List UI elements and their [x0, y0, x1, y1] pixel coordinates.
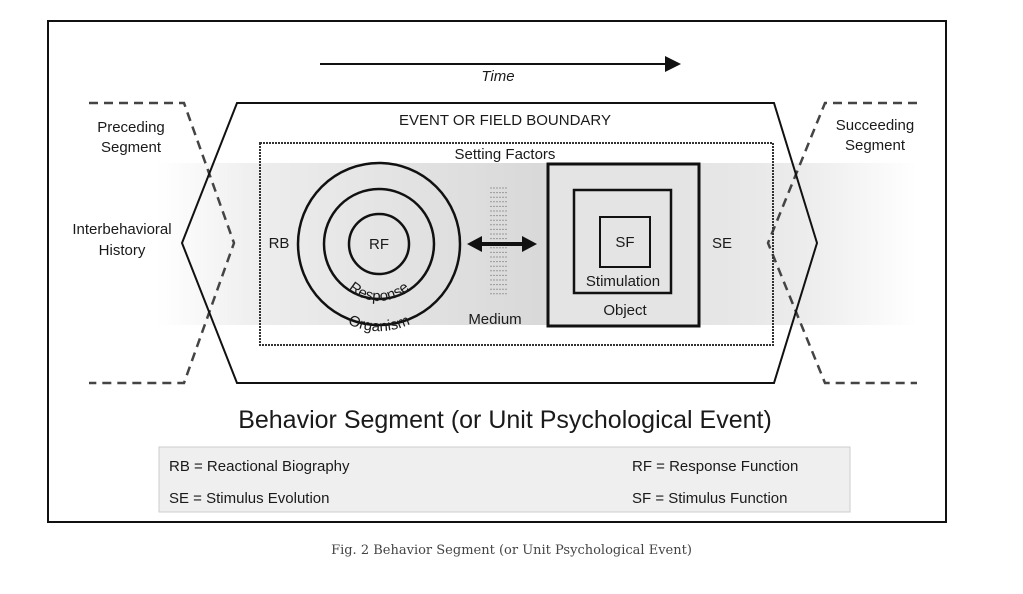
figure-frame: Time EVENT OR FIELD BOUNDARY Setting Fac… [47, 20, 947, 523]
stimulation-label: Stimulation [586, 273, 660, 290]
medium-texture [490, 187, 508, 295]
legend-box [158, 446, 851, 513]
legend-rf: RF = Response Function [632, 458, 798, 475]
se-label: SE [712, 235, 732, 252]
preceding-segment-label-1: Preceding [97, 119, 165, 136]
rf-circle [347, 212, 411, 276]
organism-circle [296, 161, 462, 327]
medium-label: Medium [468, 311, 521, 328]
event-boundary [180, 102, 819, 384]
object-label: Object [603, 302, 647, 319]
interbehavioral-history-label-2: History [99, 242, 146, 259]
legend-se: SE = Stimulus Evolution [169, 490, 330, 507]
succeeding-segment-label-1: Succeeding [836, 117, 914, 134]
double-arrow-icon [467, 236, 537, 252]
legend-sf: SF = Stimulus Function [632, 490, 787, 507]
sf-box [599, 216, 651, 268]
stimulation-box [572, 188, 673, 295]
interbehavioral-history-label-1: Interbehavioral [72, 221, 171, 238]
setting-factors-label: Setting Factors [455, 146, 556, 163]
event-boundary-label: EVENT OR FIELD BOUNDARY [399, 112, 611, 129]
organism-label: Organism [346, 312, 412, 335]
response-circle [322, 187, 436, 301]
figure-caption: Fig. 2 Behavior Segment (or Unit Psychol… [331, 543, 692, 558]
succeeding-segment-label-2: Segment [845, 137, 906, 154]
succeeding-segment-shape [766, 101, 917, 385]
main-title: Behavior Segment (or Unit Psychological … [238, 406, 772, 434]
sf-label: SF [615, 234, 634, 251]
rb-label: RB [269, 235, 290, 252]
preceding-segment-shape [89, 101, 236, 385]
setting-factors-box [259, 142, 774, 346]
preceding-segment-label-2: Segment [101, 139, 162, 156]
time-label: Time [481, 68, 514, 85]
legend-rb: RB = Reactional Biography [169, 458, 350, 475]
rf-label: RF [369, 236, 389, 253]
